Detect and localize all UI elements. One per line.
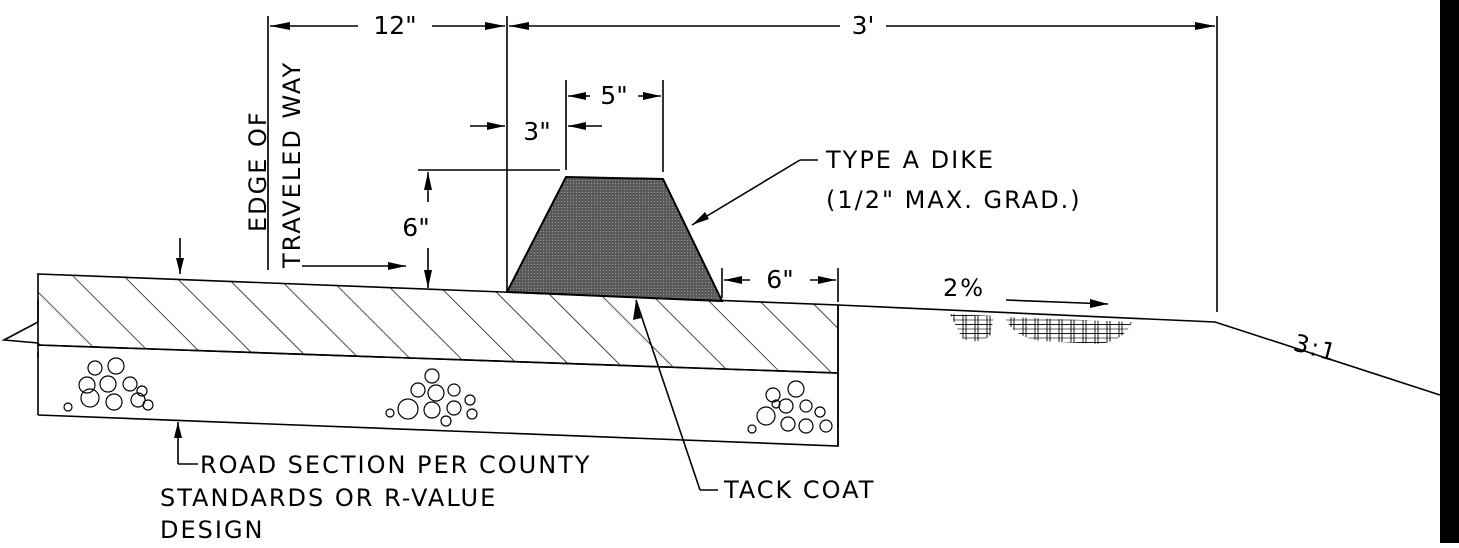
base-layer bbox=[37, 305, 839, 447]
sheet-border bbox=[1440, 0, 1459, 543]
dim-3in bbox=[470, 122, 602, 130]
dike-callout bbox=[691, 159, 818, 226]
traveled-way-label: TRAVELED WAY bbox=[278, 61, 306, 269]
dim-6in-height-label: 6" bbox=[402, 213, 429, 242]
shoulder-grade-line bbox=[837, 304, 1441, 396]
edge-of-label: EDGE OF bbox=[244, 110, 272, 232]
dim-3ft-label: 3' bbox=[852, 11, 875, 40]
asphalt-pointer bbox=[176, 238, 184, 274]
dim-5in-label: 5" bbox=[600, 81, 627, 110]
dim-3in-label: 3" bbox=[523, 117, 550, 146]
type-a-dike bbox=[505, 175, 724, 303]
aggregate-left bbox=[63, 357, 154, 412]
dike-label-line2: (1/2" MAX. GRAD.) bbox=[826, 186, 1082, 214]
top-dimension bbox=[267, 16, 1218, 312]
dim-5in bbox=[565, 80, 664, 172]
edge-pointer bbox=[302, 262, 406, 270]
grade-label: 2% bbox=[943, 274, 985, 302]
dim-6in-toe bbox=[721, 268, 839, 302]
soil-patches bbox=[950, 314, 1132, 344]
dike-label-line1: TYPE A DIKE bbox=[825, 146, 995, 174]
asphalt-layer bbox=[37, 273, 839, 374]
dim-12in-label: 12" bbox=[373, 11, 416, 40]
aggregate-middle bbox=[385, 368, 478, 427]
road-section-callout bbox=[174, 422, 198, 465]
road-section-line2: STANDARDS OR R-VALUE bbox=[160, 484, 497, 512]
break-line bbox=[1, 300, 39, 358]
road-section-line1: ROAD SECTION PER COUNTY bbox=[200, 451, 591, 479]
aggregate-right bbox=[747, 380, 833, 434]
road-section-line3: DESIGN bbox=[160, 516, 265, 543]
dim-6in-height bbox=[418, 169, 560, 288]
dim-6in-toe-label: 6" bbox=[766, 265, 793, 294]
tack-coat-label: TACK COAT bbox=[723, 476, 875, 504]
slope-label: 3:1 bbox=[1290, 329, 1340, 368]
tack-coat-callout bbox=[633, 299, 718, 491]
grade-arrow bbox=[1005, 299, 1109, 308]
